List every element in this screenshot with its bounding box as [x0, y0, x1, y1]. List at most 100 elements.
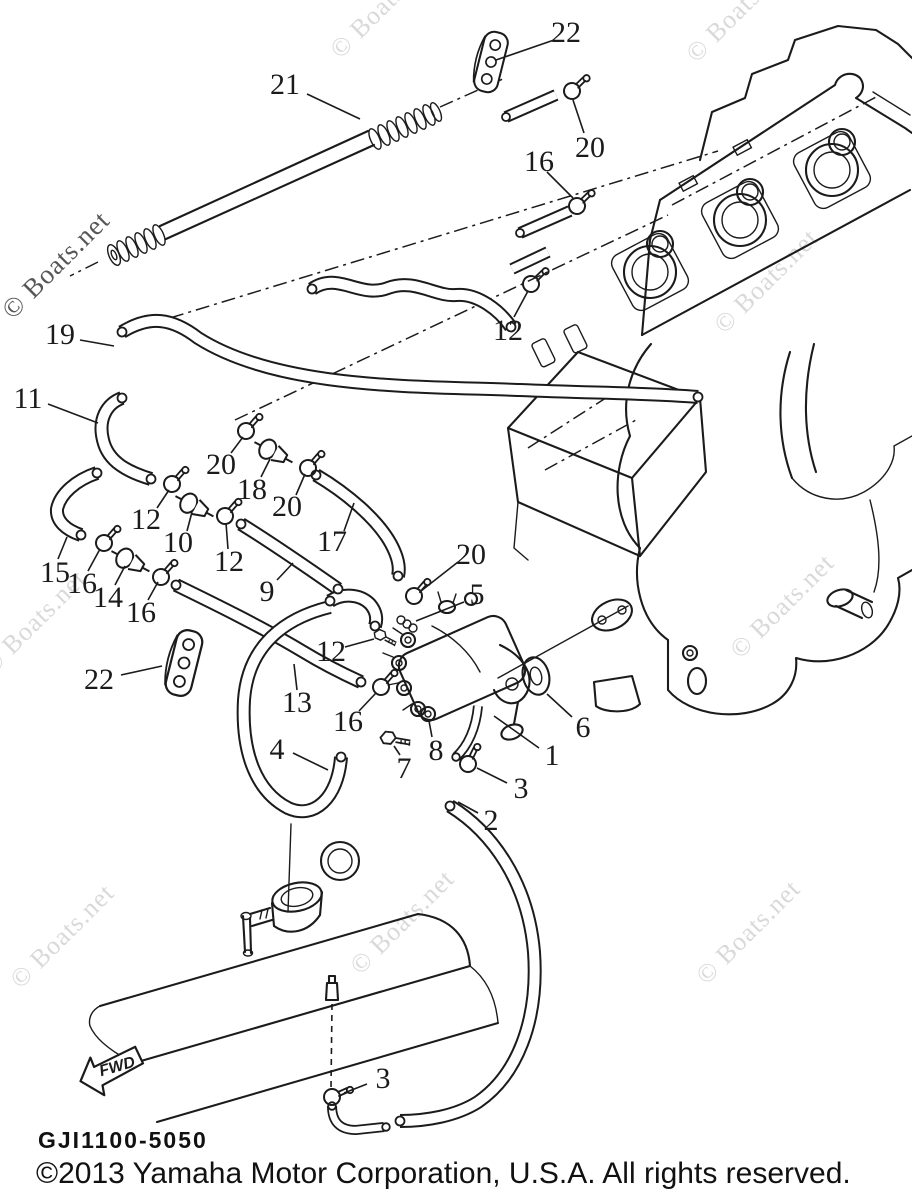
callout-leader-2 — [457, 801, 479, 814]
callout-leader-20 — [572, 99, 585, 134]
callout-leader-3 — [476, 767, 508, 784]
callout-label-22: 22 — [551, 16, 581, 49]
callout-label-3: 3 — [376, 1062, 391, 1095]
callout-leader-16 — [546, 171, 574, 199]
callout-label-3: 3 — [514, 772, 529, 805]
joint-plate — [158, 625, 206, 700]
fwd-arrow: FWD — [79, 1045, 145, 1097]
callout-leader-20 — [420, 561, 459, 592]
callout-leader-13 — [293, 663, 298, 691]
callout-leader-10 — [186, 511, 193, 532]
watermark-text: © Boats.net — [690, 874, 806, 990]
callout-label-17: 17 — [317, 525, 347, 558]
cylinder-port — [792, 127, 872, 210]
callout-leader-7 — [393, 745, 401, 756]
cylinder-head — [610, 24, 912, 337]
callout-leader-5 — [415, 601, 465, 622]
callout-label-14: 14 — [93, 581, 123, 614]
callout-leader-12 — [156, 489, 170, 509]
callout-label-4: 4 — [270, 733, 285, 766]
callout-label-5: 5 — [470, 578, 485, 611]
callout-label-9: 9 — [260, 575, 275, 608]
hose-clamp — [159, 464, 196, 496]
phantom-centerlines — [69, 77, 879, 421]
callout-leader-16 — [358, 692, 377, 712]
callout-leader-9 — [276, 562, 294, 581]
callout-leader-1 — [493, 715, 540, 749]
engine-block — [497, 342, 912, 716]
callout-label-12: 12 — [131, 503, 161, 536]
callout-label-22: 22 — [84, 663, 114, 696]
watermark-text: © Boats.net — [680, 0, 796, 68]
callout-label-16: 16 — [333, 705, 363, 738]
callout-label-19: 19 — [45, 318, 75, 351]
callout-label-21: 21 — [270, 68, 300, 101]
threaded-stud — [106, 102, 443, 266]
cylinder-port — [700, 177, 780, 260]
callout-label-10: 10 — [163, 526, 193, 559]
watermark-layer: © Boats.net © Boats.net © Boats.net © Bo… — [0, 0, 840, 994]
bolt — [372, 628, 399, 648]
cylinder-port — [610, 229, 690, 312]
oil-hoses — [50, 314, 704, 819]
callout-label-16: 16 — [126, 596, 156, 629]
hose-clamp — [518, 266, 555, 296]
watermark-text: © Boats.net — [0, 205, 116, 325]
callout-label-12: 12 — [493, 314, 523, 347]
callout-leader-12 — [225, 522, 229, 550]
check-valve — [248, 432, 299, 473]
hose-clamp — [564, 188, 601, 218]
callout-leader-16 — [147, 581, 159, 601]
callout-leader-4 — [292, 752, 329, 771]
callout-leader-20 — [230, 436, 244, 454]
spring-clip — [396, 615, 418, 633]
callout-label-20: 20 — [272, 490, 302, 523]
hose-clamp — [323, 1085, 355, 1106]
check-valve — [169, 486, 220, 527]
callout-leader-20 — [295, 473, 306, 496]
callout-leader-11 — [47, 403, 99, 424]
check-valve — [105, 541, 156, 582]
callout-leader-21 — [306, 93, 361, 120]
callout-label-12: 12 — [214, 545, 244, 578]
callout-leader-15 — [57, 536, 68, 560]
callout-label-8: 8 — [429, 734, 444, 767]
callout-label-12: 12 — [316, 635, 346, 668]
callout-leader-16 — [87, 548, 101, 572]
callout-label-18: 18 — [237, 473, 267, 506]
callout-label-11: 11 — [14, 382, 43, 415]
callout-label-15: 15 — [40, 556, 70, 589]
callout-leader-12 — [513, 290, 529, 318]
oil-pump — [372, 591, 551, 762]
hose-clamp — [559, 73, 596, 103]
callout-leader-3 — [343, 1083, 368, 1094]
callout-label-1: 1 — [545, 739, 560, 772]
watermark-text: © Boats.net — [4, 878, 120, 994]
copyright-text: ©2013 Yamaha Motor Corporation, U.S.A. A… — [36, 1157, 851, 1190]
callout-label-2: 2 — [484, 804, 499, 837]
callout-label-13: 13 — [282, 686, 312, 719]
callout-leader-14 — [114, 565, 126, 586]
callout-leader-6 — [546, 693, 573, 718]
callout-label-16: 16 — [524, 145, 554, 178]
joint-plate — [467, 27, 511, 96]
callout-leader-19 — [79, 339, 115, 347]
watermark-text: © Boats.net — [724, 548, 840, 664]
callout-leader-18 — [260, 458, 271, 478]
callout-leader-12 — [344, 638, 375, 648]
watermark-text: © Boats.net — [324, 0, 440, 64]
breather-tubes — [306, 89, 573, 333]
callout-leader-22 — [495, 39, 555, 61]
callout-label-6: 6 — [576, 711, 591, 744]
callout-label-20: 20 — [206, 448, 236, 481]
washer — [419, 705, 437, 723]
oil-tank — [88, 800, 542, 1136]
callout-leader-22 — [120, 665, 163, 676]
drawing-number: GJI1100-5050 — [38, 1127, 208, 1153]
callout-label-16: 16 — [67, 567, 97, 600]
callout-leader-8 — [428, 720, 433, 738]
callout-leader-17 — [343, 502, 355, 532]
